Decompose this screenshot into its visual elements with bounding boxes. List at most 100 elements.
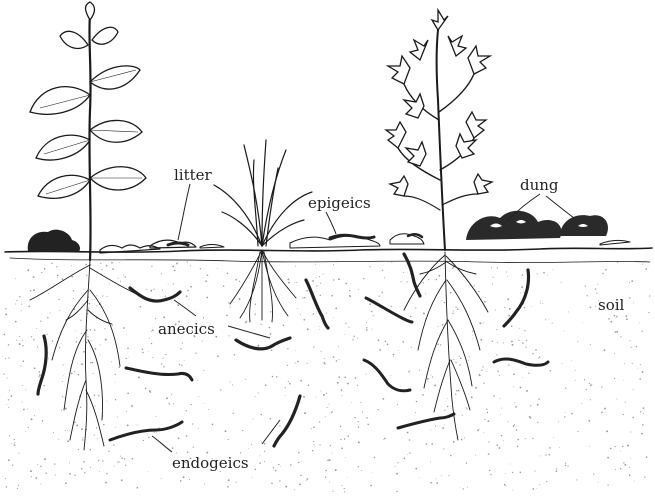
soil-speck: [195, 309, 196, 310]
soil-speck: [195, 352, 196, 353]
soil-speck: [304, 412, 306, 414]
soil-speck: [124, 276, 125, 277]
soil-speck: [203, 277, 204, 278]
soil-speck: [605, 269, 607, 271]
soil-speck: [270, 333, 272, 335]
soil-speck: [345, 334, 346, 335]
soil-speck: [62, 381, 63, 382]
soil-speck: [603, 349, 605, 351]
soil-speck: [407, 454, 408, 455]
soil-speck: [16, 340, 17, 341]
soil-speck: [381, 292, 383, 294]
soil-speck: [69, 473, 71, 475]
soil-speck: [236, 482, 237, 483]
soil-speck: [348, 435, 349, 436]
soil-speck: [522, 377, 523, 378]
soil-speck: [287, 365, 288, 366]
soil-speck: [111, 262, 113, 264]
soil-speck: [255, 396, 256, 397]
soil-speck: [115, 427, 116, 428]
soil-speck: [513, 373, 515, 375]
soil-speck: [526, 390, 528, 392]
soil-speck: [94, 394, 95, 395]
soil-speck: [341, 389, 343, 391]
soil-speck: [400, 386, 401, 387]
soil-speck: [426, 443, 428, 445]
label-litter: litter: [174, 166, 213, 184]
soil-speck: [590, 344, 591, 345]
soil-speck: [492, 341, 493, 342]
soil-speck: [80, 320, 81, 321]
soil-speck: [458, 390, 460, 392]
soil-speck: [624, 464, 626, 466]
soil-speck: [540, 302, 541, 303]
soil-speck: [47, 317, 48, 318]
soil-speck: [507, 421, 508, 422]
soil-speck: [136, 487, 138, 489]
soil-speck: [512, 344, 514, 346]
soil-speck: [97, 438, 98, 439]
soil-speck: [577, 341, 578, 342]
soil-speck: [90, 449, 92, 451]
soil-speck: [143, 440, 144, 441]
soil-speck: [204, 403, 205, 404]
endogeics-leader-left: [152, 436, 172, 452]
soil-speck: [505, 485, 506, 486]
soil-speck: [9, 390, 10, 391]
soil-speck: [319, 326, 320, 327]
soil-speck: [146, 289, 147, 290]
soil-speck: [229, 335, 230, 336]
soil-speck: [259, 287, 260, 288]
soil-speck: [393, 354, 395, 356]
soil-speck: [138, 376, 140, 378]
soil-speck: [512, 472, 513, 473]
soil-speck: [620, 468, 621, 469]
soil-speck: [316, 277, 317, 278]
soil-speck: [273, 467, 274, 468]
soil-speck: [495, 309, 496, 310]
soil-speck: [168, 284, 169, 285]
soil-speck: [344, 488, 345, 489]
soil-speck: [115, 382, 116, 383]
soil-speck: [28, 305, 30, 307]
soil-speck: [289, 383, 291, 385]
soil-speck: [525, 346, 526, 347]
soil-speck: [627, 445, 629, 447]
soil-speck: [39, 371, 41, 373]
soil-speck: [74, 475, 75, 476]
soil-speck: [508, 364, 509, 365]
soil-speck: [270, 311, 271, 312]
soil-speck: [204, 483, 205, 484]
soil-speck: [55, 475, 56, 476]
soil-speck: [349, 295, 351, 297]
soil-speck: [215, 336, 217, 338]
soil-speck: [96, 427, 97, 428]
soil-speck: [520, 387, 522, 389]
soil-speck: [261, 414, 263, 416]
soil-speck: [297, 308, 298, 309]
soil-speck: [357, 338, 358, 339]
soil-speck: [324, 358, 325, 359]
soil-speck: [103, 424, 105, 426]
soil-speck: [581, 403, 582, 404]
soil-speck: [468, 360, 469, 361]
soil-speck: [448, 475, 449, 476]
soil-speck: [235, 279, 237, 281]
soil-speck: [411, 347, 412, 348]
soil-speck: [51, 263, 52, 264]
soil-speck: [340, 426, 341, 427]
soil-speck: [455, 394, 456, 395]
soil-speck: [25, 389, 26, 390]
soil-speck: [126, 358, 127, 359]
soil-speck: [140, 306, 142, 308]
soil-speck: [431, 443, 433, 445]
soil-speck: [333, 356, 335, 358]
soil-speck: [285, 395, 286, 396]
soil-speck: [118, 461, 119, 462]
soil-speck: [471, 396, 473, 398]
soil-speck: [169, 404, 170, 405]
soil-speck: [14, 442, 15, 443]
soil-speck: [58, 299, 59, 300]
soil-speck: [436, 279, 438, 281]
